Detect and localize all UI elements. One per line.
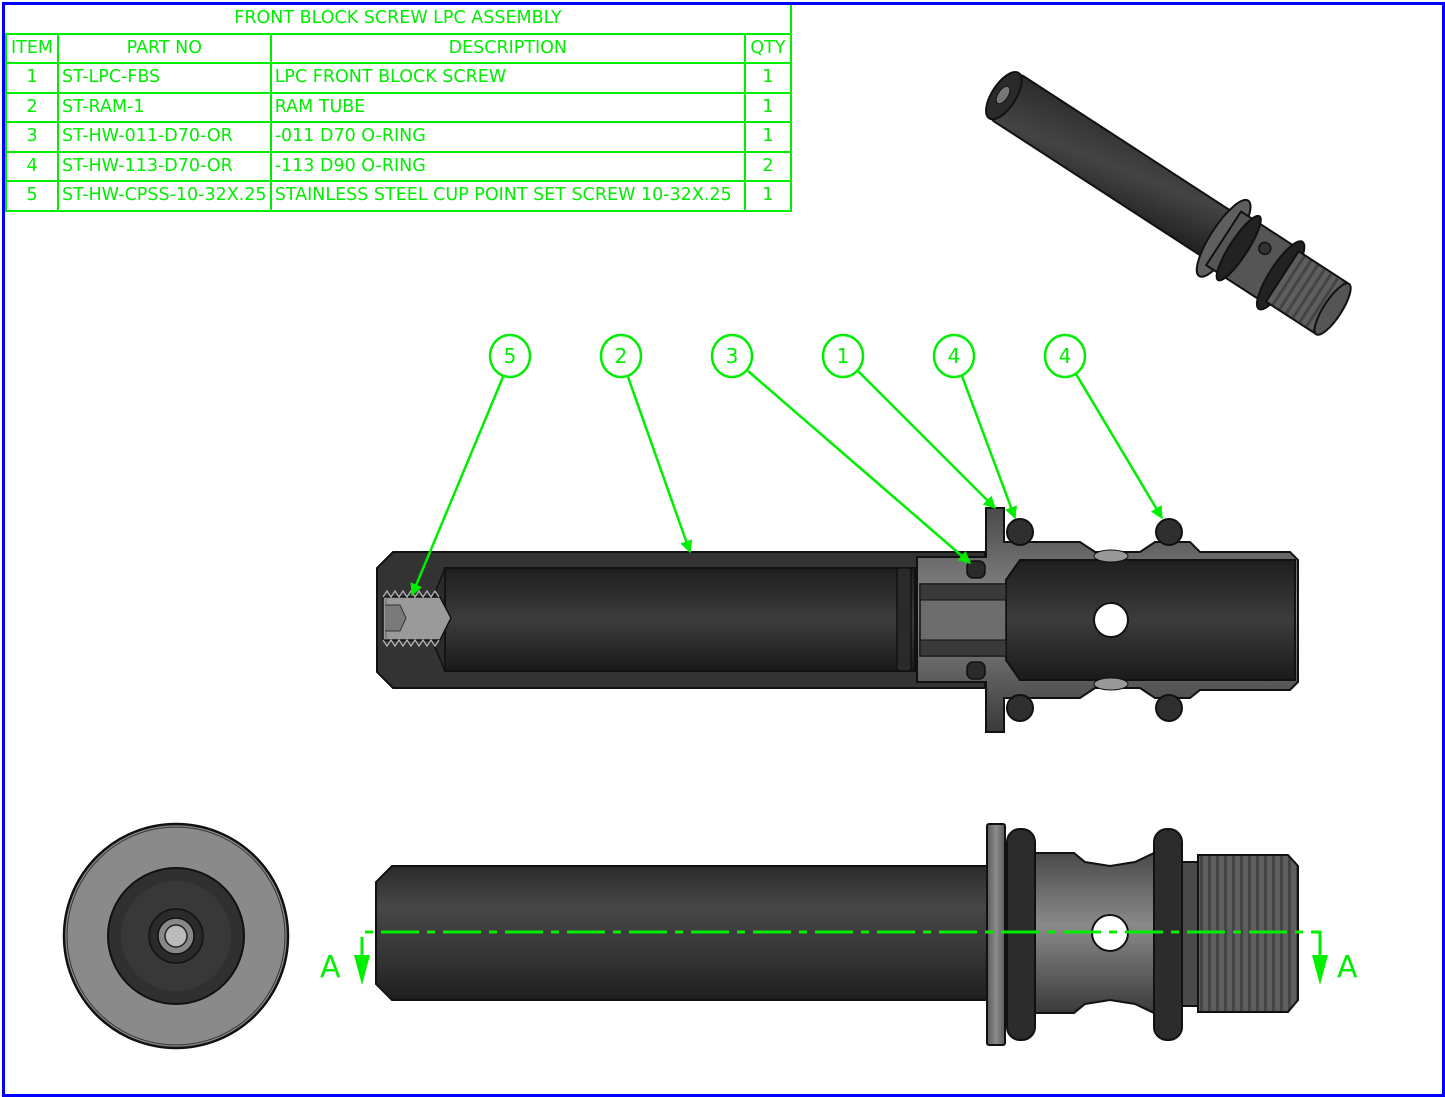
balloon-item-3: 3 <box>710 333 971 564</box>
side-o-ring-rear <box>1153 828 1183 1041</box>
header-description: DESCRIPTION <box>269 32 746 64</box>
bom-item: 1 <box>4 62 60 94</box>
section-o-ring-rear-bottom <box>1155 694 1183 722</box>
balloon-callouts: 5 2 3 1 4 4 <box>410 333 1164 597</box>
bom-item: 2 <box>4 91 60 123</box>
balloon-label: 4 <box>948 344 961 368</box>
bom-item: 3 <box>4 121 60 153</box>
header-qty: QTY <box>743 32 793 64</box>
balloon-item-2: 2 <box>599 333 693 554</box>
bom-item: 5 <box>4 180 60 212</box>
balloon-label: 5 <box>504 344 517 368</box>
bom-row: 3 ST-HW-011-D70-OR -011 D70 O-RING 1 <box>4 121 793 153</box>
bom-qty: 2 <box>743 150 793 182</box>
bom-part-no: ST-LPC-FBS <box>57 62 272 94</box>
section-o-ring-front-bottom <box>1006 694 1034 722</box>
balloon-label: 4 <box>1059 344 1072 368</box>
iso-o-ring-front <box>1215 214 1262 282</box>
end-view <box>62 822 290 1050</box>
leader-line <box>857 370 996 509</box>
section-o-ring-front-top <box>1006 518 1034 546</box>
bom-part-no: ST-HW-113-D70-OR <box>57 150 272 182</box>
side-view <box>375 823 1299 1046</box>
section-arrow-left <box>354 955 370 985</box>
bom-row: 1 ST-LPC-FBS LPC FRONT BLOCK SCREW 1 <box>4 62 793 94</box>
bom-description: LPC FRONT BLOCK SCREW <box>269 62 746 94</box>
iso-thread-end <box>1313 282 1352 336</box>
bom-qty: 1 <box>743 91 793 123</box>
side-threads <box>1197 854 1299 1013</box>
bom-description: RAM TUBE <box>269 91 746 123</box>
balloon-label: 1 <box>837 344 850 368</box>
leader-line <box>1074 373 1164 520</box>
leader-line <box>747 370 971 564</box>
section-set-screw <box>382 589 452 648</box>
bom-description: STAINLESS STEEL CUP POINT SET SCREW 10-3… <box>269 180 746 212</box>
balloon-item-4-front: 4 <box>932 333 1017 520</box>
section-groove-bottom <box>1093 677 1129 691</box>
balloon-item-1: 1 <box>821 333 996 509</box>
bom-title: FRONT BLOCK SCREW LPC ASSEMBLY <box>6 5 792 35</box>
section-inner-o-ring-bottom <box>966 661 986 680</box>
section-label-right: A <box>1337 950 1358 985</box>
balloon-item-5: 5 <box>410 333 532 597</box>
section-cutting-line <box>360 930 1322 975</box>
leader-line <box>410 376 505 597</box>
header-item: ITEM <box>4 32 60 64</box>
iso-tube-end <box>985 71 1023 121</box>
section-fbs-bore <box>1005 559 1296 681</box>
isometric-view <box>985 71 1352 336</box>
leader-line <box>626 376 693 554</box>
bom-row: 5 ST-HW-CPSS-10-32X.25 STAINLESS STEEL C… <box>4 180 793 212</box>
bom-part-no: ST-HW-011-D70-OR <box>57 121 272 153</box>
section-line-a-a: A A <box>320 930 1358 985</box>
side-o-ring-front <box>1006 828 1036 1041</box>
bom-description: -113 D90 O-RING <box>269 150 746 182</box>
section-groove-top <box>1093 549 1129 563</box>
section-label-left: A <box>320 950 341 985</box>
section-cross-hole <box>1093 602 1129 638</box>
bom-part-no: ST-HW-CPSS-10-32X.25 <box>57 180 272 212</box>
balloon-item-4-rear: 4 <box>1043 333 1164 520</box>
bom-title-row: FRONT BLOCK SCREW LPC ASSEMBLY <box>6 5 792 35</box>
section-retaining-ring <box>896 567 912 672</box>
bom-item: 4 <box>4 150 60 182</box>
iso-set-screw <box>995 85 1011 105</box>
bom-qty: 1 <box>743 180 793 212</box>
bom-qty: 1 <box>743 121 793 153</box>
balloon-label: 3 <box>726 344 739 368</box>
section-ram-bore <box>444 567 916 672</box>
bill-of-materials-table: FRONT BLOCK SCREW LPC ASSEMBLY ITEM PART… <box>4 5 793 212</box>
iso-ram-tube <box>990 74 1236 259</box>
bom-row: 4 ST-HW-113-D70-OR -113 D90 O-RING 2 <box>4 150 793 182</box>
balloon-label: 2 <box>615 344 628 368</box>
bom-row: 2 ST-RAM-1 RAM TUBE 1 <box>4 91 793 123</box>
bom-description: -011 D70 O-RING <box>269 121 746 153</box>
side-flange <box>986 823 1006 1046</box>
section-inner-o-ring-top <box>966 560 986 579</box>
iso-cross-hole <box>1258 241 1272 256</box>
section-view <box>376 507 1299 733</box>
leader-line <box>960 375 1017 520</box>
section-arrow-right <box>1312 955 1328 985</box>
section-o-ring-rear-top <box>1155 518 1183 546</box>
